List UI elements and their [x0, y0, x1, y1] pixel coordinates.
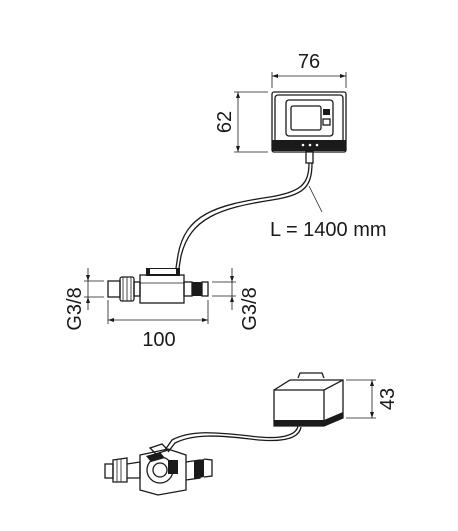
outlet-thread-label: G3/8 — [239, 287, 261, 330]
solenoid-valve-isometric-view — [104, 443, 213, 496]
control-unit-isometric-view — [273, 372, 344, 427]
unit-depth-label: 43 — [377, 388, 399, 410]
cable-isometric-view — [164, 425, 302, 453]
solenoid-valve-top-view — [107, 268, 209, 304]
unit-height-dimension: 62 — [214, 91, 268, 153]
unit-depth-dimension: 43 — [346, 379, 399, 419]
unit-width-label: 76 — [298, 51, 320, 73]
cable-top-view — [175, 150, 323, 269]
cable-length-label: L = 1400 mm — [270, 219, 387, 241]
valve-length-label: 100 — [142, 329, 175, 351]
inlet-thread-label: G3/8 — [64, 287, 86, 330]
valve-length-dimension: 100 — [107, 300, 209, 351]
outlet-thread-dimension: G3/8 — [212, 268, 261, 331]
inlet-thread-dimension: G3/8 — [64, 268, 104, 331]
unit-width-dimension: 76 — [271, 51, 347, 88]
control-unit-front-view — [271, 91, 347, 153]
unit-height-label: 62 — [214, 111, 236, 133]
